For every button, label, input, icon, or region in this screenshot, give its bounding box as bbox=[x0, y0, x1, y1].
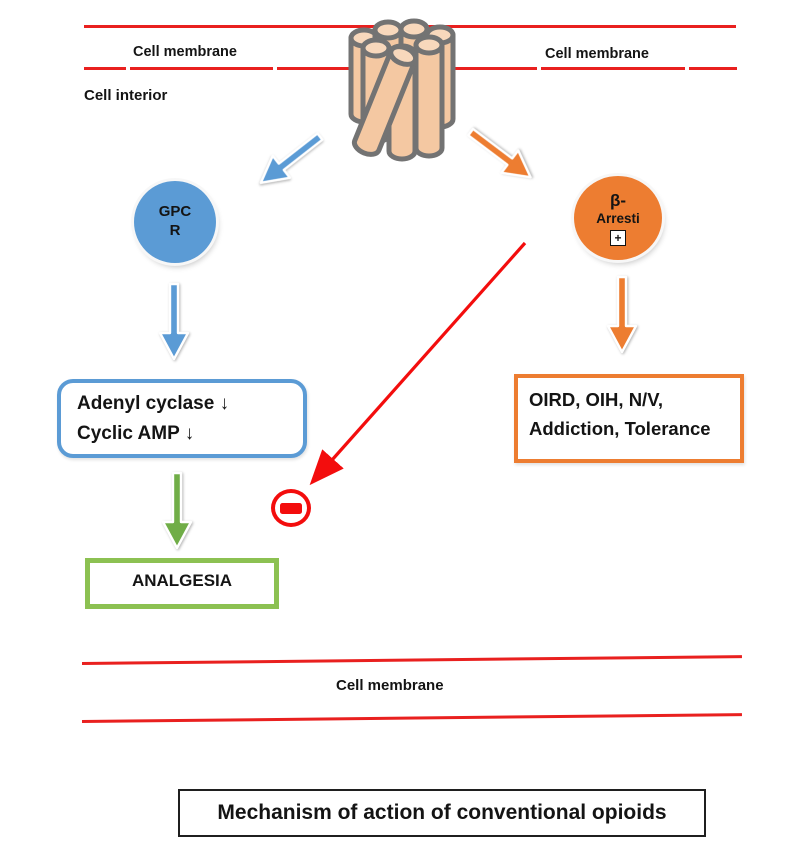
beta-arrestin-node: β- Arresti + bbox=[574, 176, 662, 260]
gpcr-node: GPC R bbox=[134, 181, 216, 263]
opioid-receptor-helix-bundle-icon bbox=[348, 18, 456, 162]
blue-block-arrow-gpcr-to-adenyl bbox=[158, 282, 190, 361]
adenyl-box-line2: Cyclic AMP ↓ bbox=[77, 422, 195, 444]
cell-membrane-label-left: Cell membrane bbox=[133, 44, 237, 60]
diagram-title-box: Mechanism of action of conventional opio… bbox=[178, 789, 706, 837]
membrane-top-line-inner-seg1 bbox=[84, 67, 126, 70]
membrane-bottom-line-lower bbox=[81, 713, 742, 723]
adenyl-cyclase-box: Adenyl cyclase ↓ Cyclic AMP ↓ bbox=[57, 379, 307, 458]
beta-arrestin-label-line1: β- bbox=[609, 190, 627, 210]
gpcr-label-line2: R bbox=[169, 222, 181, 239]
cell-membrane-label-bottom: Cell membrane bbox=[336, 677, 444, 694]
cell-interior-label: Cell interior bbox=[84, 87, 168, 104]
orange-block-arrow-beta-to-effects bbox=[606, 275, 638, 354]
membrane-top-line-inner-seg5 bbox=[689, 67, 737, 70]
adenyl-box-line1: Adenyl cyclase ↓ bbox=[77, 392, 230, 414]
orange-block-arrow-receptor-to-beta-arrestin bbox=[467, 127, 532, 179]
green-block-arrow-adenyl-to-analgesia bbox=[161, 471, 193, 550]
minus-inhibition-icon bbox=[271, 489, 311, 527]
gpcr-label-line1: GPC bbox=[158, 203, 192, 221]
analgesia-box: ANALGESIA bbox=[85, 558, 279, 609]
diagram-title: Mechanism of action of conventional opio… bbox=[217, 801, 667, 824]
blue-block-arrow-receptor-to-gpcr bbox=[259, 132, 324, 184]
effects-box-line2: Addiction, Tolerance bbox=[529, 418, 711, 439]
membrane-top-line-inner-seg4 bbox=[541, 67, 685, 70]
adverse-effects-box: OIRD, OIH, N/V, Addiction, Tolerance bbox=[514, 374, 744, 463]
analgesia-label: ANALGESIA bbox=[131, 571, 233, 590]
beta-arrestin-label-line2: Arresti bbox=[596, 211, 640, 227]
membrane-bottom-line-upper bbox=[81, 655, 742, 665]
membrane-top-line-inner-seg2 bbox=[130, 67, 273, 70]
cell-membrane-label-right: Cell membrane bbox=[545, 46, 649, 62]
effects-box-line1: OIRD, OIH, N/V, bbox=[529, 389, 663, 410]
minus-bar bbox=[280, 502, 302, 514]
autofit-expand-icon: + bbox=[610, 230, 626, 247]
red-inhibition-arrow bbox=[309, 241, 527, 486]
